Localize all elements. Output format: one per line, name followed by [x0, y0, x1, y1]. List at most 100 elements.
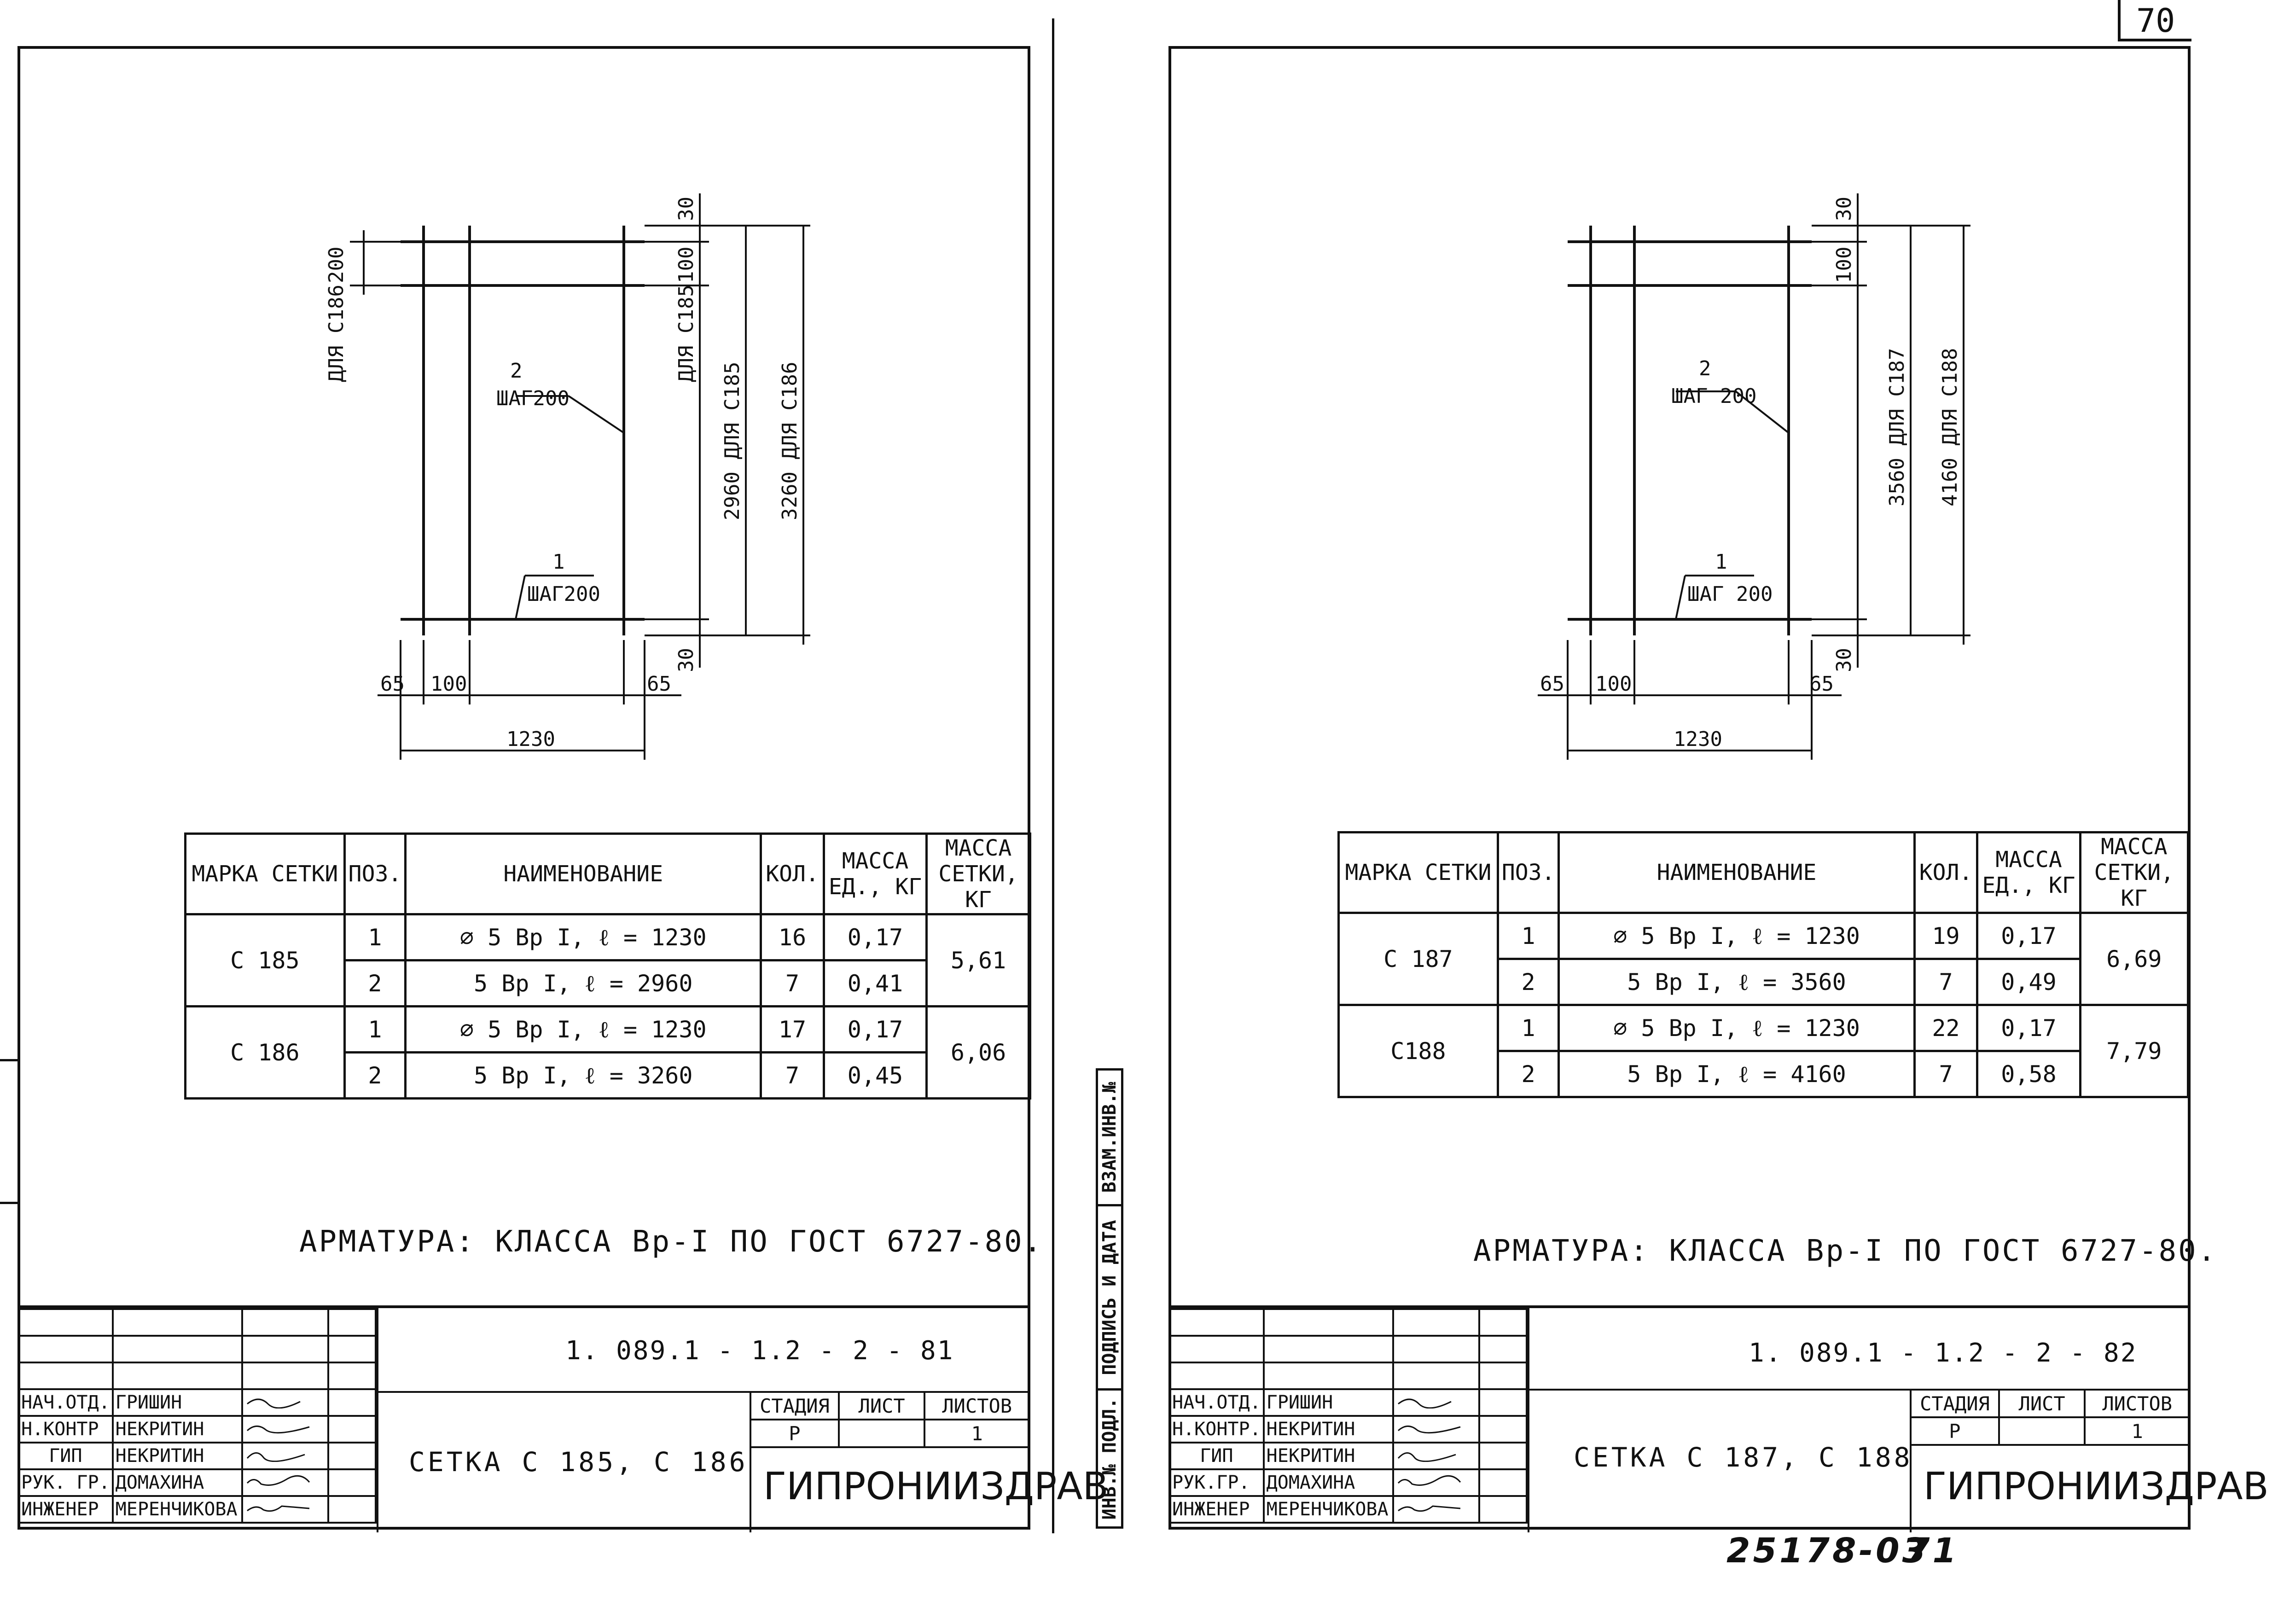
staff-name: ДОМАХИНА	[1262, 1468, 1394, 1497]
qty-cell: 7	[1913, 958, 1979, 1006]
dim-1230: 1230	[1674, 728, 1722, 751]
header-pos: ПОЗ.	[343, 832, 407, 915]
dim-30-top: 30	[1832, 197, 1856, 221]
organization-name: ГИПРОНИИЗДРАВ	[1924, 1465, 2269, 1508]
left-edge-tick	[0, 1202, 18, 1204]
table-row: 2 5 Вр I, ℓ = 3560 7 0,49	[1339, 958, 2188, 1006]
sheet-right	[1168, 46, 2191, 1530]
staff-row: РУК. ГР.ДОМАХИНА	[17, 1468, 377, 1497]
staff-name: МЕРЕНЧИКОВА	[1262, 1495, 1394, 1524]
dim-3260: 3260 ДЛЯ С186	[778, 362, 802, 520]
mass-cell: 0,41	[822, 959, 928, 1007]
mass-cell: 0,17	[822, 913, 928, 961]
qty-cell: 7	[1913, 1050, 1979, 1098]
dim-100-c185: 100	[674, 247, 698, 283]
signature-icon	[246, 1426, 310, 1434]
staff-role: НАЧ.ОТД.	[17, 1388, 114, 1417]
staff-role: РУК. ГР.	[17, 1468, 114, 1497]
sheets-value: 1	[2084, 1416, 2191, 1446]
staff-name: ДОМАХИНА	[111, 1468, 243, 1497]
dim-65-left: 65	[380, 672, 405, 696]
signature-icon	[1397, 1398, 1452, 1409]
sheet-left	[17, 46, 1030, 1530]
signature-icon	[246, 1452, 305, 1462]
title-block-divider	[377, 1391, 1030, 1393]
signature-icon	[246, 1475, 310, 1486]
staff-role: РУК.ГР.	[1168, 1468, 1265, 1497]
header-mark: МАРКА СЕТКИ	[1337, 831, 1499, 914]
sheets-header: ЛИСТОВ	[924, 1391, 1030, 1420]
staff-row: НАЧ.ОТД.ГРИШИН	[1168, 1388, 1528, 1417]
stage-header: СТАДИЯ	[1910, 1389, 2000, 1418]
header-name: НАИМЕНОВАНИЕ	[1558, 831, 1916, 914]
sheet-value	[837, 1419, 926, 1448]
pos-cell: 2	[343, 1051, 407, 1100]
organization-name: ГИПРОНИИЗДРАВ	[763, 1465, 1109, 1508]
header-mark: МАРКА СЕТКИ	[184, 832, 346, 915]
pos1-number: 1	[552, 550, 565, 574]
staff-name: ГРИШИН	[1262, 1388, 1394, 1417]
signature-icon	[1397, 1452, 1456, 1462]
pos2-step: ШАГ200	[496, 387, 570, 410]
pos-cell: 1	[1496, 912, 1560, 960]
staff-row: РУК.ГР.ДОМАХИНА	[1168, 1468, 1528, 1497]
staff-role: ГИП	[17, 1442, 114, 1470]
name-cell: 5 Вр I, ℓ = 2960	[404, 959, 762, 1007]
pos-cell: 1	[343, 913, 407, 961]
sheets-header: ЛИСТОВ	[2084, 1389, 2191, 1418]
signature-icon	[246, 1505, 309, 1512]
pos2-number: 2	[510, 359, 523, 383]
dim-30-bottom: 30	[674, 648, 698, 672]
mark-cell: С 185	[184, 913, 346, 1007]
qty-cell: 22	[1913, 1004, 1979, 1052]
total-mass-cell: 6,69	[2079, 912, 2190, 1006]
qty-cell: 16	[760, 913, 825, 961]
pos-cell: 2	[343, 959, 407, 1007]
sheet-header: ЛИСТ	[1998, 1389, 2086, 1418]
name-cell: ⌀ 5 Вр I, ℓ = 1230	[1558, 1004, 1916, 1052]
total-mass-cell: 5,61	[925, 913, 1031, 1007]
document-code: 1. 089.1 - 1.2 - 2 - 81	[565, 1336, 954, 1366]
reinforcement-note: АРМАТУРА: КЛАССА Вр-I ПО ГОСТ 6727-80.	[1473, 1234, 2218, 1268]
mass-cell: 0,17	[1976, 1004, 2081, 1052]
sheet-header: ЛИСТ	[837, 1391, 926, 1420]
header-total-mass: МАССА СЕТКИ, КГ	[925, 832, 1031, 915]
table-row: С 185 1 ⌀ 5 Вр I, ℓ = 1230 16 0,17 5,61	[184, 913, 1031, 1007]
spec-table-left: МАРКА СЕТКИ ПОЗ. НАИМЕНОВАНИЕ КОЛ. МАССА…	[184, 832, 1031, 1100]
mark-cell: С 186	[184, 1005, 346, 1100]
dim-4160: 4160 ДЛЯ С188	[1938, 348, 1962, 506]
staff-role: ИНЖЕНЕР	[1168, 1495, 1265, 1524]
dim-1230: 1230	[506, 728, 555, 751]
sidebar-stamp: ВЗАМ.ИНВ.№ ПОДПИСЬ И ДАТА ИНВ.№ ПОДЛ.	[1096, 1068, 1123, 1529]
header-name: НАИМЕНОВАНИЕ	[404, 832, 762, 915]
table-row: 2 5 Вр I, ℓ = 2960 7 0,41	[186, 959, 1030, 1007]
header-qty: КОЛ.	[760, 832, 825, 915]
header-qty: КОЛ.	[1913, 831, 1979, 914]
pos-cell: 1	[1496, 1004, 1560, 1052]
staff-name: МЕРЕНЧИКОВА	[111, 1495, 243, 1524]
footer-page-number: 71	[1906, 1531, 1959, 1571]
staff-row: Н.КОНТР.НЕКРИТИН	[1168, 1415, 1528, 1444]
header-unit-mass: МАССА ЕД., КГ	[1976, 831, 2081, 914]
pos1-step: ШАГ 200	[1687, 582, 1773, 606]
stage-value: Р	[1910, 1416, 2000, 1446]
spec-header-row: МАРКА СЕТКИ ПОЗ. НАИМЕНОВАНИЕ КОЛ. МАССА…	[184, 832, 1031, 915]
signature-icon	[1397, 1505, 1460, 1512]
left-edge-tick	[0, 1059, 18, 1061]
total-mass-cell: 6,06	[925, 1005, 1031, 1100]
staff-role: ИНЖЕНЕР	[17, 1495, 114, 1524]
pos1-number: 1	[1715, 550, 1727, 574]
dim-65-right: 65	[1809, 672, 1834, 696]
mass-cell: 0,49	[1976, 958, 2081, 1006]
pos2-number: 2	[1699, 357, 1711, 380]
pos1-step: ШАГ200	[527, 582, 600, 606]
staff-name: НЕКРИТИН	[111, 1415, 243, 1444]
signature-icon	[246, 1398, 301, 1409]
dim-200: 200	[325, 247, 348, 283]
signature-icon	[1397, 1475, 1461, 1486]
